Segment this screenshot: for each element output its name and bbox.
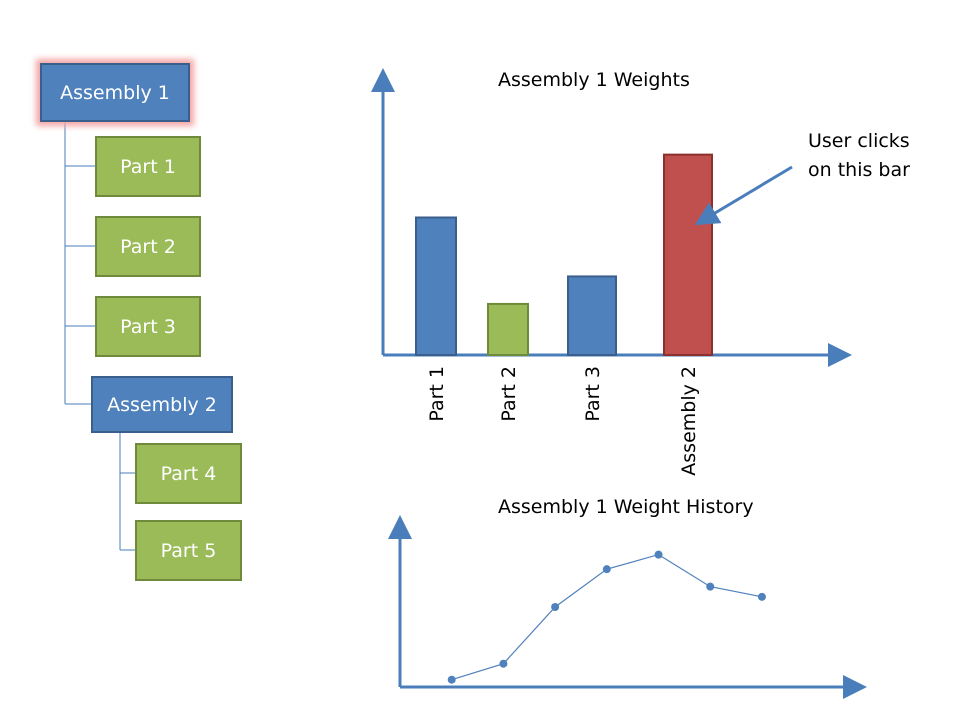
- line-series: [451, 553, 763, 681]
- bar-part-2[interactable]: [487, 302, 529, 356]
- line-point-6: [706, 582, 715, 591]
- bar-chart-title: Assembly 1 Weights: [498, 69, 690, 91]
- tree-node-assembly-1[interactable]: Assembly 1: [40, 63, 190, 122]
- tree-node-label: Part 4: [160, 462, 217, 485]
- line-point-4: [602, 565, 611, 574]
- tree-node-label: Part 1: [120, 155, 176, 178]
- tree-node-part-1[interactable]: Part 1: [95, 136, 201, 197]
- bar-label-part-1: Part 1: [426, 366, 448, 422]
- bar-label-assembly-2: Assembly 2: [678, 366, 700, 476]
- tree-node-part-3[interactable]: Part 3: [95, 296, 201, 357]
- tree-node-label: Part 3: [120, 315, 176, 338]
- tree-node-label: Part 2: [120, 235, 176, 258]
- line-point-3: [551, 603, 560, 611]
- tree-node-assembly-2[interactable]: Assembly 2: [91, 376, 233, 433]
- tree-node-part-5[interactable]: Part 5: [135, 520, 242, 581]
- annotation-line-2: on this bar: [808, 159, 910, 181]
- tree-node-label: Assembly 2: [107, 393, 217, 416]
- line-chart-title: Assembly 1 Weight History: [498, 496, 754, 518]
- annotation-line-1: User clicks: [808, 130, 910, 152]
- bar-part-1[interactable]: [415, 216, 457, 356]
- bar-label-part-2: Part 2: [498, 366, 520, 422]
- annotation-arrow: [694, 165, 793, 226]
- tree-node-part-4[interactable]: Part 4: [135, 443, 242, 504]
- line-point-2: [499, 659, 508, 668]
- bar-part-3[interactable]: [567, 275, 617, 356]
- bar-assembly-2[interactable]: [663, 153, 713, 356]
- tree-node-label: Part 5: [160, 539, 217, 562]
- line-point-7: [757, 592, 766, 601]
- tree-node-label: Assembly 1: [60, 81, 170, 104]
- tree-node-part-2[interactable]: Part 2: [95, 216, 201, 277]
- bar-label-part-3: Part 3: [582, 366, 604, 422]
- line-point-1: [447, 675, 456, 684]
- line-point-5: [654, 550, 663, 559]
